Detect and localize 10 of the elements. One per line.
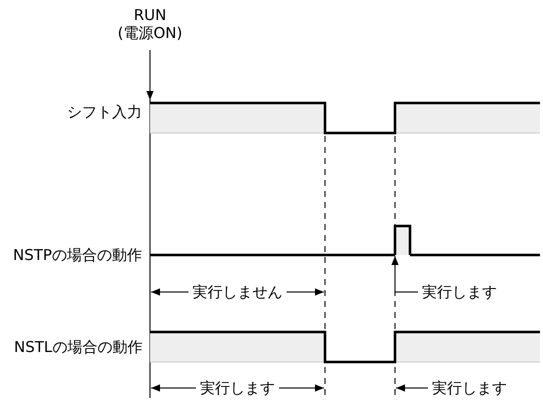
pulse-waveform	[394, 224, 412, 255]
signal-label: シフト入力	[66, 103, 143, 121]
signal-label: NSTPの場合の動作	[12, 246, 143, 264]
span-label: 実行します	[431, 379, 508, 397]
callout-text: 実行します	[420, 283, 499, 301]
run-label: RUN (電源ON)	[116, 6, 184, 42]
signal-label: NSTLの場合の動作	[13, 338, 144, 356]
span-label: 実行します	[199, 379, 276, 397]
leader-line	[391, 256, 418, 292]
span-label: 実行しません	[192, 283, 284, 301]
